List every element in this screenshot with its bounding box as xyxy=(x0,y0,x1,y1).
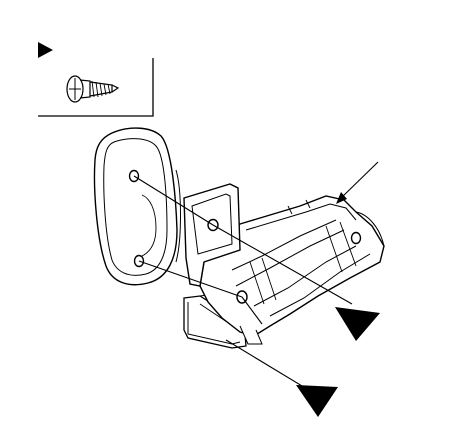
leader-arrow-bracket xyxy=(336,161,379,204)
black-triangle-marker xyxy=(38,42,53,58)
alignment-lines xyxy=(133,175,353,393)
mirror-housing xyxy=(93,127,181,286)
alignment-line-lower-3 xyxy=(225,339,313,393)
screw-callout-triangle-upper xyxy=(335,307,380,341)
alignment-line-lower-2 xyxy=(241,296,263,325)
alignment-line-upper-1 xyxy=(133,175,214,226)
fastener-inset xyxy=(38,42,154,117)
alignment-line-upper-2 xyxy=(212,224,353,305)
inset-box-border xyxy=(38,58,154,117)
alignment-line-lower-1 xyxy=(138,260,243,298)
screw-callout-triangle-lower xyxy=(296,385,338,417)
bracket-upright-plate xyxy=(183,183,241,287)
screw-icon xyxy=(66,75,120,103)
bracket-hole-right xyxy=(350,231,362,245)
